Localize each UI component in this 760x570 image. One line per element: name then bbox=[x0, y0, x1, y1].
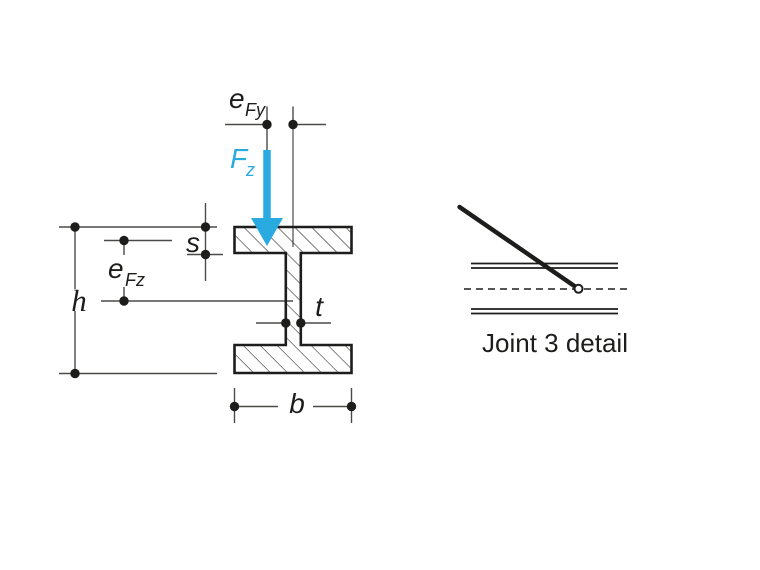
label-e-fy: e bbox=[229, 83, 245, 114]
joint-node-circle bbox=[573, 283, 584, 294]
dimension-b: b bbox=[229, 388, 357, 423]
arrow-head bbox=[251, 218, 283, 246]
dim-dot bbox=[281, 318, 291, 328]
label-t: t bbox=[315, 291, 324, 322]
dim-dot bbox=[200, 249, 211, 260]
dim-dot bbox=[346, 401, 357, 412]
joint-detail-caption: Joint 3 detail bbox=[482, 328, 628, 358]
dimension-s: s bbox=[186, 203, 223, 281]
dimension-h: h bbox=[59, 222, 217, 379]
dimension-e-fz: e Fz bbox=[101, 235, 293, 306]
dim-dot bbox=[119, 296, 129, 306]
label-f-z: F bbox=[230, 143, 249, 174]
dim-dot bbox=[288, 119, 298, 130]
dim-dot bbox=[296, 318, 306, 328]
dim-dot bbox=[70, 222, 80, 232]
label-e-fz-subscript: Fz bbox=[125, 270, 145, 290]
dimension-e-fy: e Fy bbox=[225, 83, 326, 247]
label-f-z-subscript: z bbox=[245, 160, 255, 180]
force-fz-arrow: F z bbox=[230, 143, 283, 246]
label-h: h bbox=[71, 283, 87, 318]
dimension-t: t bbox=[256, 291, 331, 328]
dim-dot bbox=[70, 368, 80, 379]
dim-dot bbox=[119, 235, 129, 246]
brace-member-line bbox=[457, 204, 581, 291]
label-e-fz: e bbox=[108, 253, 124, 284]
i-beam-cross-section-figure: e Fy h s e bbox=[59, 83, 357, 423]
label-s: s bbox=[186, 227, 200, 258]
label-b: b bbox=[289, 388, 305, 419]
dim-dot bbox=[200, 222, 211, 232]
dim-dot bbox=[262, 119, 272, 130]
label-e-fy-subscript: Fy bbox=[245, 100, 266, 120]
dim-dot bbox=[229, 401, 240, 412]
i-beam-outline bbox=[233, 225, 353, 375]
joint-3-detail-figure: Joint 3 detail bbox=[457, 204, 628, 358]
